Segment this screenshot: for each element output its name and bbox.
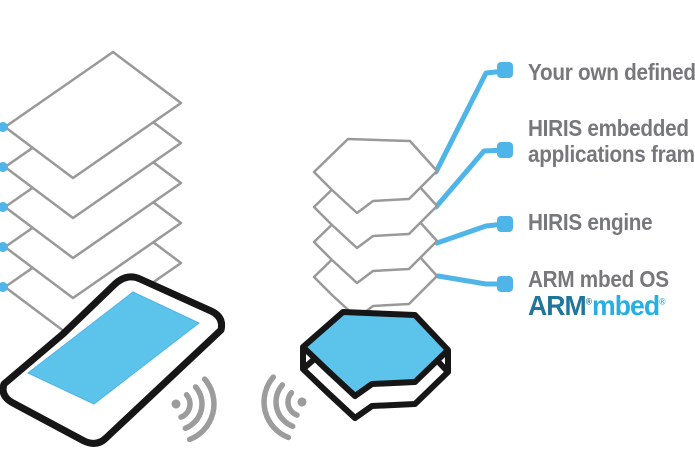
layer-marker-dots [0,122,8,292]
label-engine: HIRIS engine [528,209,653,235]
layer-marker-dot-icon [0,122,8,132]
signal-dot [171,399,181,409]
label-framework: HIRIS embedded applications framework [528,115,695,167]
device-top-face [300,309,451,399]
smartphone-icon [0,273,225,447]
label-your-own-app: Your own defined app [528,59,695,85]
app-layer-1 [3,50,183,180]
signal-arc-3 [261,374,292,441]
arm-registered-mark: ® [585,296,593,307]
wireless-signal-icon [171,376,217,443]
wireless-signal-icon [261,374,307,441]
label-mbed-os: ARM mbed OS [528,266,669,292]
callout-line-framework [433,147,508,210]
arm-logo-text: ARM [528,290,587,321]
layer-marker-dot-icon [0,282,8,292]
label-framework-line1: HIRIS embedded [528,115,689,141]
callout-line-app [433,68,508,175]
mbed-registered-mark: ® [659,296,666,307]
signal-arc-2 [273,382,296,430]
layer-marker-dot-icon [0,202,8,212]
hexagon-device-icon [300,309,451,421]
stacked-software-layers-icon [312,137,439,320]
layer-marker-dot-icon [0,162,8,172]
stacked-app-layers-icon [3,50,183,340]
device-layer-1 [312,137,439,215]
signal-arc-2 [182,384,205,432]
callout-line-engine [434,221,508,246]
signal-arc-1 [178,392,193,420]
callout-node-icon [497,276,513,292]
callout-nodes [497,62,513,292]
callout-line-os [435,273,508,287]
signal-dot [297,397,307,407]
layer-marker-dot-icon [0,242,8,252]
phone-screen [27,291,200,405]
mbed-logo-text: mbed [592,290,660,321]
callout-lines [433,68,508,287]
arm-mbed-logo: ARM®mbed® [528,290,665,322]
label-framework-line2: applications framework [528,141,695,167]
callout-node-icon [497,62,513,78]
callout-node-icon [497,216,513,232]
signal-arc-3 [186,376,217,443]
callout-node-icon [497,142,513,158]
signal-arc-1 [285,390,300,418]
